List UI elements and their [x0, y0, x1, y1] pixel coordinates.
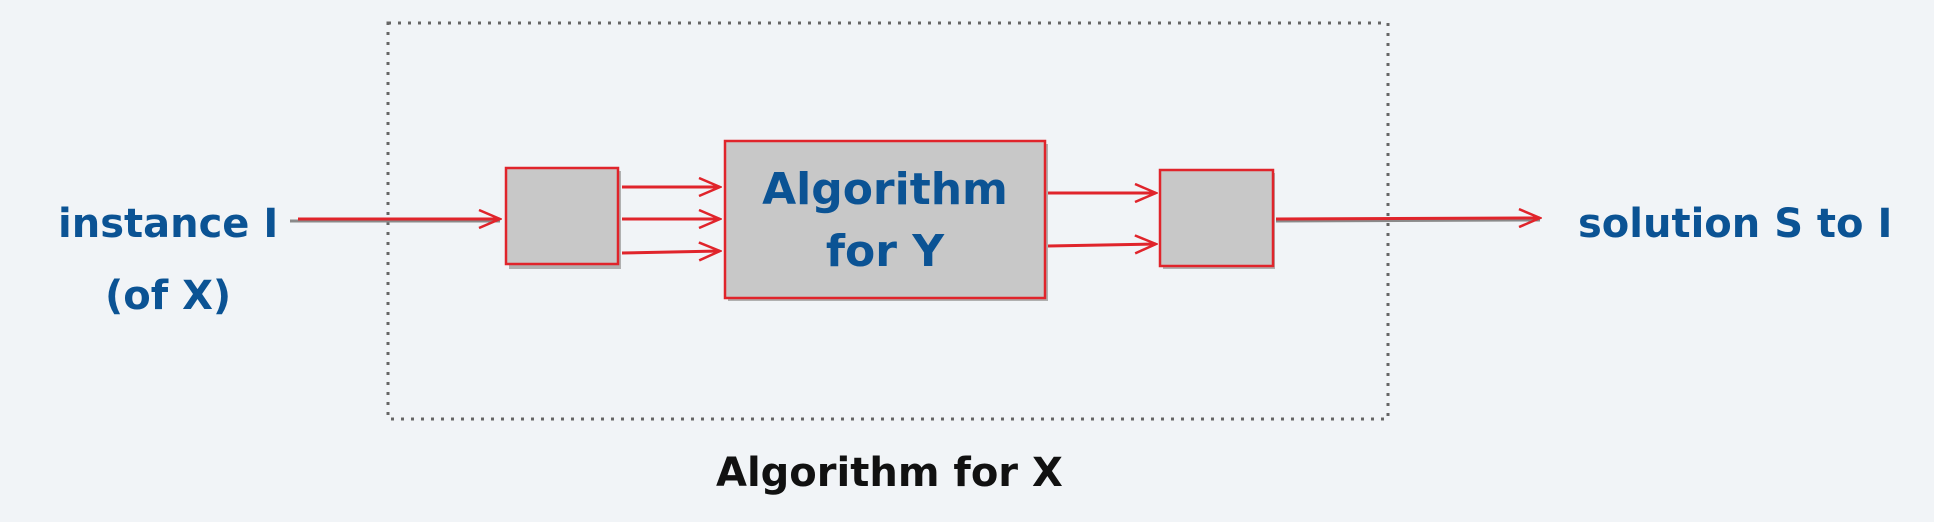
postprocess-arrow-bottom [1047, 244, 1156, 246]
preprocess-arrow-bottom [621, 251, 720, 253]
output-arrow-shadow [1275, 218, 1541, 223]
algorithm-for-y-label-line2: for Y [825, 226, 945, 277]
algorithm-for-x-label: Algorithm for X [716, 450, 1063, 496]
input-sublabel: (of X) [105, 273, 232, 319]
algorithm-for-y-label-line1: Algorithm [762, 164, 1008, 215]
output-label: solution S to I [1578, 201, 1893, 247]
algorithm-for-x-boundary [386, 21, 1390, 421]
output-arrow [1275, 218, 1540, 219]
input-label: instance I [58, 201, 279, 247]
preprocess-box [504, 166, 620, 266]
algorithm-for-y-box [723, 139, 1047, 300]
postprocess-box [1158, 168, 1275, 268]
